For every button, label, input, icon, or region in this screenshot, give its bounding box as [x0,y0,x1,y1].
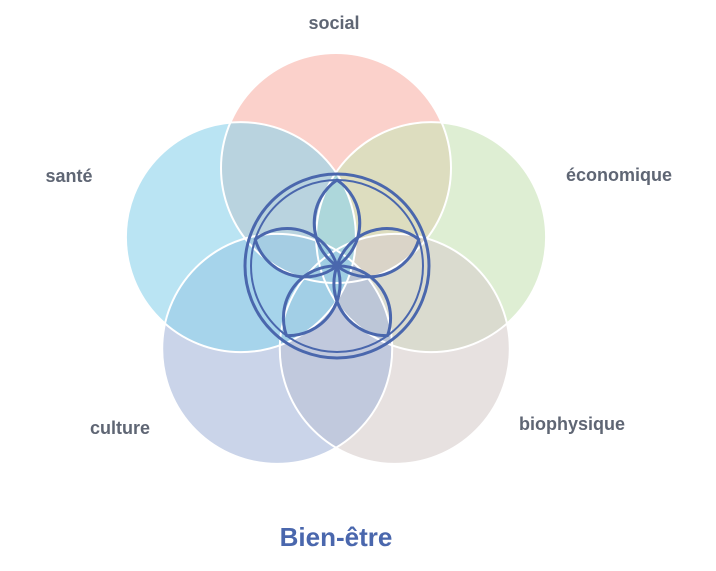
emblem-petals [253,178,421,338]
emblem-petal [281,264,342,338]
circle-outline [161,232,394,465]
emblem-petal [335,227,421,279]
circle-sante [125,122,356,353]
label-biophysique: biophysique [519,414,625,434]
emblem-petal [253,227,339,279]
label-culture: culture [90,418,150,438]
diagram-title: Bien-être [280,522,393,552]
dimension-circles [125,53,547,464]
emblem-petal [312,178,362,268]
flower-of-life-emblem [243,172,431,360]
label-social: social [308,13,359,33]
label-economique: économique [566,165,672,185]
emblem-petal [332,264,393,338]
circle-outline [278,232,511,465]
emblem-outer-ring [243,172,431,360]
label-sante: santé [45,166,92,186]
circle-outline [220,52,452,284]
